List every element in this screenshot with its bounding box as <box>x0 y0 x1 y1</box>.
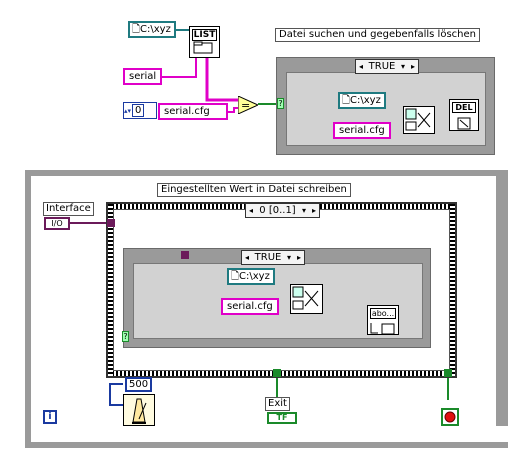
comment-bottom: Eingestellten Wert in Datei schreiben <box>157 183 351 197</box>
build-path-icon <box>292 286 319 310</box>
info-i-icon: i <box>48 411 52 422</box>
serial-string-constant[interactable]: serial <box>123 68 163 85</box>
increment-arrow-icon[interactable]: ▸ <box>311 206 316 215</box>
while-loop[interactable] <box>25 170 508 448</box>
path-icon: 🗋 <box>231 271 240 282</box>
case-selector-terminal-bottom[interactable]: ? <box>122 331 129 342</box>
equal-node[interactable]: = <box>237 95 260 115</box>
path-constant-case-bottom[interactable]: 🗋C:\xyz <box>227 268 275 285</box>
iteration-terminal: i <box>43 410 57 424</box>
path-constant-case-top[interactable]: 🗋C:\xyz <box>338 92 386 109</box>
path-constant-top[interactable]: 🗋C:\xyz <box>128 21 176 38</box>
string-wire-top <box>158 57 238 113</box>
delete-icon <box>457 117 471 130</box>
equal-icon: = <box>237 95 260 115</box>
exit-terminal[interactable]: TF <box>267 412 297 424</box>
build-path-vi-top[interactable] <box>403 106 435 134</box>
build-path-vi-bottom[interactable] <box>290 284 323 314</box>
serialcfg-constant-top[interactable]: serial.cfg <box>158 103 228 120</box>
numeric-wire-wait <box>109 383 123 406</box>
delete-vi[interactable]: DEL <box>449 99 479 131</box>
serialcfg-constant-case-top[interactable]: serial.cfg <box>333 122 391 139</box>
interface-label: Interface <box>43 202 94 216</box>
while-loop-right-edge <box>496 176 508 426</box>
sequence-tunnel-exit <box>273 369 281 377</box>
dropdown-icon[interactable]: ▾ <box>400 62 405 71</box>
metronome-icon <box>132 398 147 424</box>
build-path-icon <box>405 108 431 131</box>
write-file-icon <box>370 323 395 335</box>
svg-text:=: = <box>241 99 250 112</box>
write-file-vi[interactable]: abo... <box>367 305 399 335</box>
list-directory-vi[interactable]: LIST <box>189 26 220 58</box>
case-tunnel-in <box>181 251 189 259</box>
loop-stop-terminal[interactable] <box>441 408 459 426</box>
case-selector-bottom[interactable]: ◂ TRUE ▾ ▸ <box>241 250 305 265</box>
increment-icon[interactable]: ▴▾ <box>124 106 132 115</box>
list-icon <box>193 41 213 54</box>
list-output-wire <box>205 57 238 102</box>
case-selector-top[interactable]: ◂ TRUE ▾ ▸ <box>355 59 419 74</box>
list-label: LIST <box>192 29 217 41</box>
case-selector-terminal-top[interactable]: ? <box>277 98 284 109</box>
dropdown-icon[interactable]: ▾ <box>301 206 306 215</box>
wait-ms-node[interactable] <box>123 394 155 426</box>
increment-arrow-icon[interactable]: ▸ <box>296 253 301 262</box>
comment-top: Datei suchen und gegebenfalls löschen <box>275 28 480 42</box>
exit-label: Exit <box>265 397 290 411</box>
sequence-tunnel-in <box>107 219 115 227</box>
interface-terminal[interactable]: I/O <box>44 217 70 230</box>
decrement-arrow-icon[interactable]: ◂ <box>248 206 253 215</box>
path-icon: 🗋 <box>132 24 141 35</box>
numeric-control[interactable]: ▴▾ 0 <box>123 102 157 119</box>
stop-icon <box>444 411 456 423</box>
decrement-arrow-icon[interactable]: ◂ <box>244 253 249 262</box>
wait-ms-constant[interactable]: 500 <box>125 377 153 392</box>
sequence-selector[interactable]: ◂ 0 [0..1] ▾ ▸ <box>245 203 320 218</box>
serialcfg-constant-case-bottom[interactable]: serial.cfg <box>221 298 279 315</box>
path-icon: 🗋 <box>342 95 351 106</box>
sequence-tunnel-stop <box>444 369 452 377</box>
dropdown-icon[interactable]: ▾ <box>286 253 291 262</box>
increment-arrow-icon[interactable]: ▸ <box>410 62 415 71</box>
decrement-arrow-icon[interactable]: ◂ <box>358 62 363 71</box>
